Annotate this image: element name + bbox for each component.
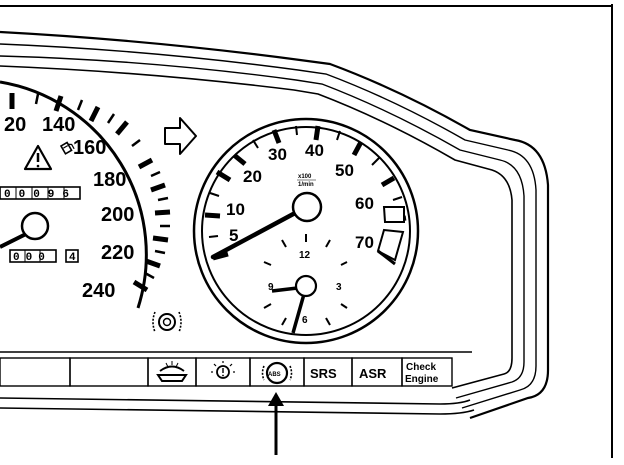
tachometer-label-60: 60 xyxy=(355,194,374,213)
callout-arrow-icon xyxy=(268,392,284,455)
speedometer-label-20: 20 xyxy=(4,114,26,136)
abs-icon: ABS xyxy=(261,361,293,385)
srs-label: SRS xyxy=(310,366,337,381)
tachometer-label-50: 50 xyxy=(335,161,354,180)
clock-label-9: 9 xyxy=(268,282,274,293)
speedometer-major-ticks xyxy=(9,93,171,293)
asr-lamp: ASR xyxy=(351,357,403,387)
fuel-pump-icon xyxy=(59,141,75,155)
check-engine-label-line1: Check xyxy=(406,362,436,373)
check-engine-label-line2: Engine xyxy=(405,374,439,385)
clock-hub xyxy=(294,274,318,298)
speedometer: 20 140 160 180 200 220 240 0 xyxy=(0,80,182,333)
speedometer-rim xyxy=(0,80,148,309)
speedometer-label-180: 180 xyxy=(93,169,126,191)
abs-label: ABS xyxy=(268,372,281,378)
clock-label-3: 3 xyxy=(336,282,342,293)
trip-digits: 000 xyxy=(13,252,51,264)
speedometer-hub xyxy=(20,211,50,241)
asr-label: ASR xyxy=(359,366,387,381)
cluster-bezel xyxy=(0,30,550,420)
tachometer-unit-bottom: 1/min xyxy=(298,182,314,188)
warning-triangle-icon xyxy=(23,144,53,171)
washer-fluid-icon xyxy=(156,361,188,382)
speedometer-label-200: 200 xyxy=(101,204,134,226)
tachometer-label-20: 20 xyxy=(243,167,262,186)
clock-ticks xyxy=(263,234,348,326)
clock-label-6: 6 xyxy=(302,315,308,326)
speedometer-minor-ticks xyxy=(34,93,170,280)
warning-lamp-strip: ABS SRS ASR Check Engine xyxy=(0,351,475,415)
page-frame xyxy=(0,4,613,458)
bulb-failure-icon xyxy=(211,361,235,379)
tachometer-label-70: 70 xyxy=(355,233,374,252)
tachometer-label-5: 5 xyxy=(229,226,238,245)
tachometer-inner-rim xyxy=(201,126,411,336)
check-engine-lamp: Check Engine xyxy=(401,357,453,387)
tachometer-outer-rim xyxy=(192,117,420,345)
tachometer: 5 10 20 30 40 50 60 70 x100 1/min xyxy=(192,117,420,345)
clock: 12 3 6 9 xyxy=(263,234,348,334)
speedometer-label-160: 160 xyxy=(73,137,106,159)
speedometer-label-140: 140 xyxy=(42,114,75,136)
srs-lamp: SRS xyxy=(303,357,353,387)
tachometer-label-10: 10 xyxy=(226,200,245,219)
tachometer-label-30: 30 xyxy=(268,145,287,164)
odometer-digits: 00096 xyxy=(4,189,77,201)
turn-signal-arrow-icon xyxy=(164,117,197,155)
brake-pad-wear-icon xyxy=(152,311,182,333)
tachometer-needle xyxy=(210,209,300,260)
tachometer-hub xyxy=(291,191,323,223)
odometer: 00096 xyxy=(0,186,81,201)
tachometer-unit-top: x100 xyxy=(298,174,312,180)
trip-tenths: 4 xyxy=(69,252,76,264)
washer-fluid-lamp xyxy=(147,357,197,387)
speedometer-label-220: 220 xyxy=(101,242,134,264)
tachometer-redline-zone xyxy=(376,206,405,266)
speedometer-label-240: 240 xyxy=(82,280,115,302)
bulb-failure-lamp xyxy=(195,357,251,387)
abs-lamp: ABS xyxy=(249,357,305,387)
tachometer-minor-ticks xyxy=(208,125,403,238)
clock-label-12: 12 xyxy=(299,250,311,261)
tachometer-label-40: 40 xyxy=(305,141,324,160)
trip-meter: 000 4 xyxy=(9,249,79,264)
